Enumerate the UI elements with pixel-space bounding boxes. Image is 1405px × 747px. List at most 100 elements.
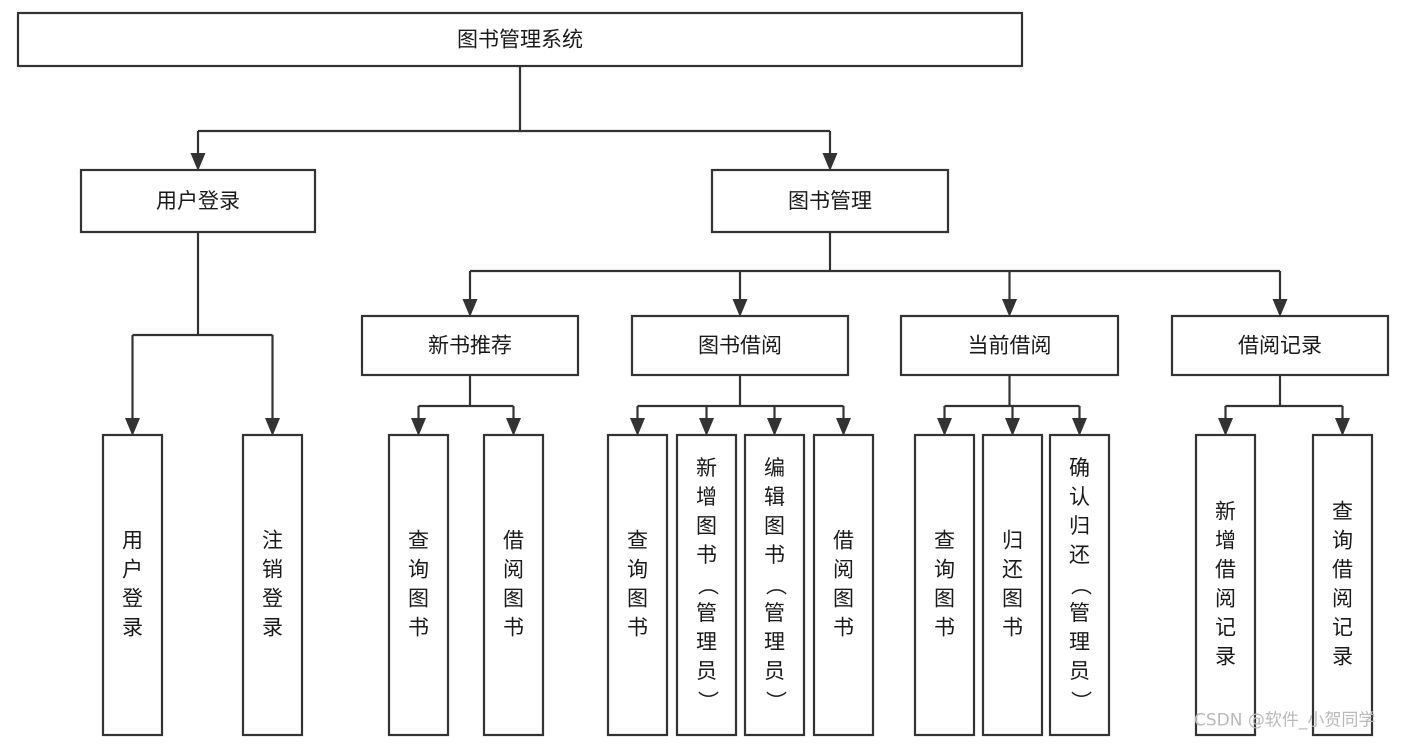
svg-text:确: 确 (1069, 456, 1090, 480)
svg-text:图: 图 (833, 587, 854, 611)
svg-text:书: 书 (764, 543, 785, 567)
svg-text:新: 新 (1215, 500, 1236, 524)
svg-text:书: 书 (503, 616, 524, 640)
edge-arrowhead (125, 418, 140, 436)
node-box (981, 433, 1044, 737)
svg-text:录: 录 (1332, 645, 1353, 669)
svg-text:归: 归 (1069, 514, 1090, 538)
svg-text:增: 增 (1215, 529, 1236, 553)
edge-arrowhead (1072, 418, 1087, 436)
svg-text:查: 查 (1332, 500, 1353, 524)
svg-text:询: 询 (408, 558, 429, 582)
node-box (482, 433, 545, 737)
edge-arrowhead (836, 418, 851, 436)
node-new_book_rec[interactable]: 新书推荐 (360, 314, 580, 377)
svg-text:用: 用 (122, 529, 143, 553)
node-box (101, 433, 164, 737)
node-box (1194, 433, 1257, 737)
edge-arrowhead (190, 153, 206, 171)
svg-text:借: 借 (1332, 558, 1353, 582)
node-box (899, 314, 1120, 377)
svg-text:借: 借 (1215, 558, 1236, 582)
edge-arrowhead (630, 418, 645, 436)
edge-group-user_login (125, 232, 280, 436)
node-box (913, 433, 976, 737)
node-label: 用户登录 (156, 189, 240, 213)
svg-text:记: 记 (1332, 616, 1353, 640)
svg-text:图: 图 (1002, 587, 1023, 611)
node-box (1048, 433, 1111, 737)
svg-text:员: 员 (1069, 659, 1090, 683)
edge-arrowhead (732, 299, 748, 317)
edge-arrowhead (411, 418, 426, 436)
edge-group-borrow_record (1218, 375, 1350, 436)
node-box (630, 314, 850, 377)
edge-arrowhead (1218, 418, 1233, 436)
edge-arrowhead (699, 418, 714, 436)
node-box (675, 433, 738, 737)
svg-text:询: 询 (627, 558, 648, 582)
svg-text:）: ） (696, 691, 720, 712)
edge-group-new_book_rec (411, 375, 521, 436)
node-borrow_record[interactable]: 借阅记录 (1170, 314, 1390, 377)
svg-text:图: 图 (696, 514, 717, 538)
node-book_manage[interactable]: 图书管理 (710, 168, 950, 234)
svg-text:户: 户 (122, 558, 143, 582)
edge-arrowhead (265, 418, 280, 436)
svg-text:书: 书 (1002, 616, 1023, 640)
nodes-layer: 图书管理系统用户登录图书管理新书推荐图书借阅当前借阅借阅记录用户登录注销登录查询… (16, 11, 1390, 737)
svg-text:）: ） (1069, 691, 1093, 712)
edge-arrowhead (1272, 299, 1288, 317)
node-label: 图书管理系统 (457, 28, 583, 52)
svg-text:（: （ (764, 575, 788, 596)
node-book_borrow[interactable]: 图书借阅 (630, 314, 850, 377)
svg-text:）: ） (764, 691, 788, 712)
node-leaf_user_login[interactable]: 用户登录 (101, 433, 164, 737)
svg-text:注: 注 (262, 529, 283, 553)
edge-arrowhead (767, 418, 782, 436)
edge-arrowhead (1005, 418, 1020, 436)
node-label: 借阅记录 (1238, 334, 1322, 358)
svg-text:书: 书 (408, 616, 429, 640)
node-root[interactable]: 图书管理系统 (16, 11, 1024, 68)
node-current_borrow[interactable]: 当前借阅 (899, 314, 1120, 377)
node-box (1170, 314, 1390, 377)
edge-group-current_borrow (937, 375, 1087, 436)
svg-text:图: 图 (408, 587, 429, 611)
svg-text:图: 图 (503, 587, 524, 611)
edge-arrowhead (462, 299, 478, 317)
node-box (812, 433, 875, 737)
svg-text:书: 书 (696, 543, 717, 567)
svg-text:录: 录 (1215, 645, 1236, 669)
svg-text:认: 认 (1069, 485, 1090, 509)
edge-arrowhead (506, 418, 521, 436)
node-box (710, 168, 950, 234)
svg-text:图: 图 (934, 587, 955, 611)
svg-text:编: 编 (764, 456, 785, 480)
node-box (743, 433, 806, 737)
svg-text:辑: 辑 (764, 485, 785, 509)
node-user_login[interactable]: 用户登录 (79, 168, 317, 234)
